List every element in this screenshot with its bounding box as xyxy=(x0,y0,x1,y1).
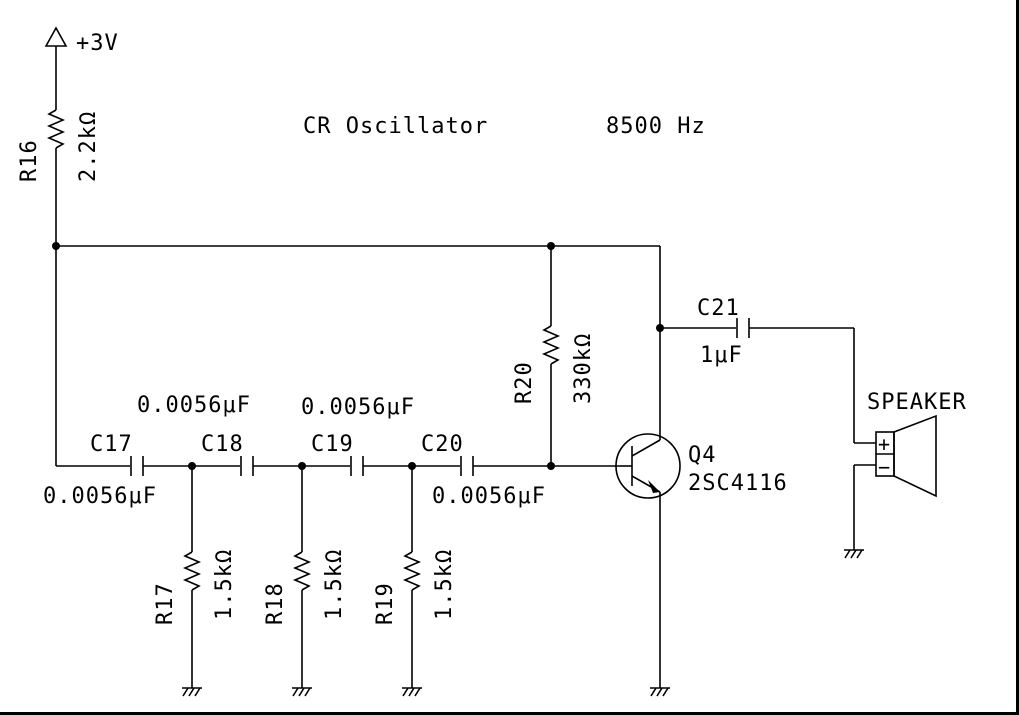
c20-value: 0.0056μF xyxy=(432,484,546,509)
c20-ref: C20 xyxy=(421,432,464,457)
q4-ref: Q4 xyxy=(688,443,717,468)
c19-value: 0.0056μF xyxy=(301,395,415,420)
resistor-r17 xyxy=(182,466,202,688)
circuit-title: CR Oscillator xyxy=(303,114,488,139)
transistor-q4 xyxy=(615,433,681,688)
capacitor-c20 xyxy=(460,456,620,476)
r20-value: 330kΩ xyxy=(571,333,596,404)
r19-value: 1.5kΩ xyxy=(432,549,457,620)
r17-ref: R17 xyxy=(153,582,178,625)
resistor-r19 xyxy=(402,466,422,688)
q4-value: 2SC4116 xyxy=(688,471,788,496)
frequency-label: 8500 Hz xyxy=(606,114,706,139)
c17-value: 0.0056μF xyxy=(43,484,157,509)
c18-ref: C18 xyxy=(201,432,244,457)
capacitor-c21 xyxy=(660,318,876,444)
r16-value: 2.2kΩ xyxy=(76,111,101,182)
r17-value: 1.5kΩ xyxy=(212,549,237,620)
c18-value: 0.0056μF xyxy=(137,393,251,418)
r19-ref: R19 xyxy=(373,582,398,625)
speaker-minus-label: − xyxy=(878,455,891,479)
c17-ref: C17 xyxy=(90,432,133,457)
ground-icon xyxy=(182,687,202,697)
speaker-icon xyxy=(853,414,937,550)
capacitor-c19 xyxy=(350,456,460,476)
r20-ref: R20 xyxy=(512,361,537,404)
c19-ref: C19 xyxy=(311,432,354,457)
speaker-plus-label: + xyxy=(878,432,891,456)
capacitor-c18 xyxy=(240,456,350,476)
resistor-r18 xyxy=(292,466,312,688)
resistor-r20 xyxy=(541,246,561,466)
resistor-r16 xyxy=(46,109,66,246)
frame-edge-bottom xyxy=(0,712,1019,715)
ground-icon xyxy=(650,687,670,697)
c21-ref: C21 xyxy=(697,296,740,321)
r18-value: 1.5kΩ xyxy=(322,549,347,620)
ground-icon xyxy=(402,687,422,697)
r16-ref: R16 xyxy=(17,139,42,182)
capacitor-c17 xyxy=(130,456,240,476)
ground-icon xyxy=(844,549,864,559)
c21-value: 1μF xyxy=(700,343,743,368)
speaker-label: SPEAKER xyxy=(867,390,967,415)
supply-arrow-icon xyxy=(44,26,68,110)
r18-ref: R18 xyxy=(263,582,288,625)
supply-label: +3V xyxy=(76,31,119,56)
ground-icon xyxy=(292,687,312,697)
frame-edge-right xyxy=(1016,0,1019,715)
